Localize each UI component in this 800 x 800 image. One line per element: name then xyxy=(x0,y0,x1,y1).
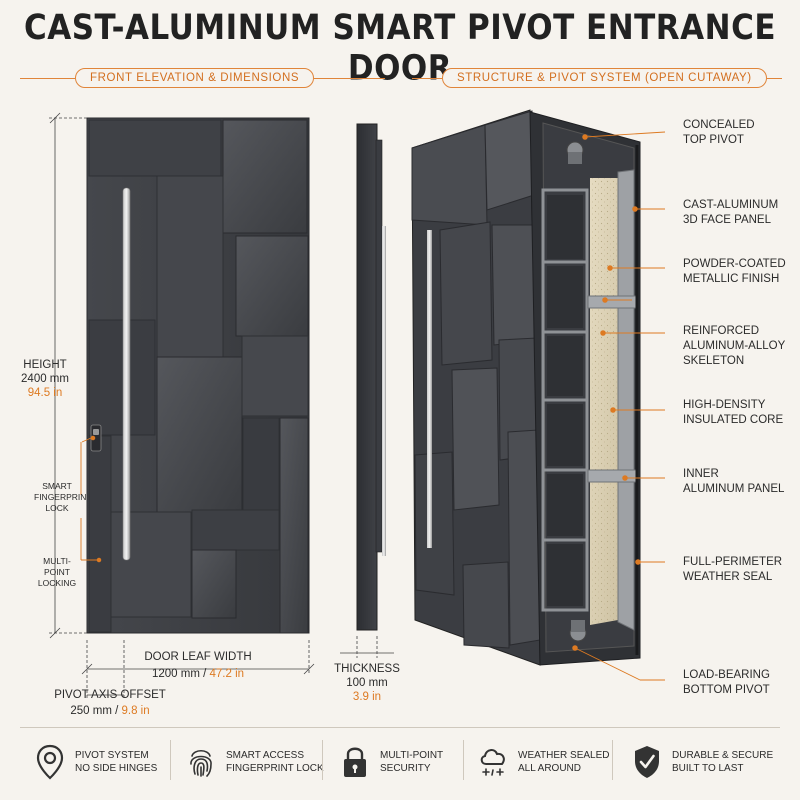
pull-handle xyxy=(122,187,131,561)
callout-face-panel: CAST-ALUMINUM 3D FACE PANEL xyxy=(683,198,778,228)
lock-label-line1: SMART xyxy=(42,481,72,491)
locking-label-line1: MULTI- xyxy=(43,556,71,566)
locking-label-line3: LOCKING xyxy=(37,578,77,588)
locking-label-line2: POINT xyxy=(44,567,70,577)
feature-multipoint-line1: MULTI-POINT xyxy=(380,750,444,761)
thickness-in: 3.9 in xyxy=(352,691,382,703)
callout-skeleton-line2: ALUMINUM-ALLOY xyxy=(683,340,786,352)
feature-separator xyxy=(612,740,613,780)
width-separator: / xyxy=(199,668,210,680)
pivot-separator: / xyxy=(111,705,122,717)
locking-label: MULTI- POINT LOCKING xyxy=(34,556,80,589)
callout-core-line1: HIGH-DENSITY xyxy=(683,399,766,411)
callout-bottom-pivot: LOAD-BEARING BOTTOM PIVOT xyxy=(683,668,770,698)
callout-core-line2: INSULATED CORE xyxy=(683,414,784,426)
section-label-front: FRONT ELEVATION & DIMENSIONS xyxy=(75,68,315,88)
pivot-offset-label: PIVOT AXIS OFFSET 250 mm / 9.8 in xyxy=(40,688,180,718)
front-leaders xyxy=(80,435,102,563)
thickness-label: THICKNESS 100 mm 3.9 in xyxy=(332,662,402,704)
lock-label-line3: LOCK xyxy=(45,503,69,513)
callout-inner-panel-line1: INNER xyxy=(683,468,719,480)
callout-leaders xyxy=(572,131,666,681)
callout-weather-seal-line2: WEATHER SEAL xyxy=(683,571,773,583)
feature-multipoint: MULTI-POINT SECURITY xyxy=(340,740,443,784)
feature-durable-line1: DURABLE & SECURE xyxy=(672,750,774,761)
width-in: 47.2 in xyxy=(209,668,245,680)
pivot-in: 9.8 in xyxy=(121,705,150,717)
feature-durable-line2: BUILT TO LAST xyxy=(672,763,744,774)
height-mm: 2400 mm xyxy=(21,373,69,385)
feature-weather-line1: WEATHER SEALED xyxy=(518,750,610,761)
callout-core: HIGH-DENSITY INSULATED CORE xyxy=(683,398,783,428)
shield-check-icon xyxy=(635,746,659,778)
width-dimension-line xyxy=(81,640,315,700)
feature-access-line1: SMART ACCESS xyxy=(226,750,304,761)
callout-bottom-pivot-line2: BOTTOM PIVOT xyxy=(683,684,770,696)
callout-inner-panel: INNER ALUMINUM PANEL xyxy=(683,467,784,497)
callout-skeleton-line1: REINFORCED xyxy=(683,325,760,337)
feature-multipoint-line2: SECURITY xyxy=(380,763,431,774)
footer-divider xyxy=(20,727,780,728)
callout-finish-line2: METALLIC FINISH xyxy=(683,273,780,285)
side-profile-door xyxy=(356,123,386,631)
callout-weather-seal-line1: FULL-PERIMETER xyxy=(683,556,783,568)
callout-finish-line1: POWDER-COATED xyxy=(683,258,786,270)
thickness-dimension-line xyxy=(340,636,394,658)
callout-skeleton-line3: SKELETON xyxy=(683,355,745,367)
feature-pivot-line2: NO SIDE HINGES xyxy=(75,763,158,774)
callout-face-panel-line2: 3D FACE PANEL xyxy=(683,214,771,226)
feature-weather: WEATHER SEALED ALL AROUND xyxy=(478,740,610,784)
callout-bottom-pivot-line1: LOAD-BEARING xyxy=(683,669,770,681)
fingerprint-icon xyxy=(190,749,212,777)
height-dimension-line xyxy=(49,112,87,639)
callout-finish: POWDER-COATED METALLIC FINISH xyxy=(683,257,786,287)
feature-access-line2: FINGERPRINT LOCK xyxy=(226,763,324,774)
weather-cloud-icon xyxy=(480,749,505,776)
height-label-text: HEIGHT xyxy=(23,359,67,371)
thickness-label-text: THICKNESS xyxy=(334,663,400,675)
cutaway-door xyxy=(411,109,641,666)
pivot-offset-text: PIVOT AXIS OFFSET xyxy=(54,689,166,701)
pivot-mm: 250 mm xyxy=(70,705,112,717)
feature-separator xyxy=(322,740,323,780)
callout-inner-panel-line2: ALUMINUM PANEL xyxy=(683,483,785,495)
callout-top-pivot: CONCEALED TOP PIVOT xyxy=(683,118,755,148)
feature-separator xyxy=(170,740,171,780)
width-mm: 1200 mm xyxy=(151,668,200,680)
feature-pivot-line1: PIVOT SYSTEM xyxy=(75,750,149,761)
width-label-text: DOOR LEAF WIDTH xyxy=(144,651,252,663)
lock-label-line2: FINGERPRIN xyxy=(34,492,87,502)
height-in: 94.5 in xyxy=(27,387,63,399)
width-label: DOOR LEAF WIDTH 1200 mm / 47.2 in xyxy=(128,650,268,681)
lock-label: SMART FINGERPRIN LOCK xyxy=(34,481,87,514)
callout-top-pivot-line2: TOP PIVOT xyxy=(683,134,744,146)
feature-weather-line2: ALL AROUND xyxy=(518,763,581,774)
callout-face-panel-line1: CAST-ALUMINUM xyxy=(683,199,779,211)
padlock-icon xyxy=(344,747,366,777)
callout-skeleton: REINFORCED ALUMINUM-ALLOY SKELETON xyxy=(683,324,785,369)
feature-durable: DURABLE & SECURE BUILT TO LAST xyxy=(632,740,773,784)
callout-weather-seal: FULL-PERIMETER WEATHER SEAL xyxy=(683,555,782,585)
front-elevation-door xyxy=(86,117,310,634)
height-label: HEIGHT 2400 mm 94.5 in xyxy=(14,358,76,400)
section-header-structure: STRUCTURE & PIVOT SYSTEM (OPEN CUTAWAY) xyxy=(412,66,782,90)
pivot-pin-icon xyxy=(36,744,64,780)
feature-smart-access: SMART ACCESS FINGERPRINT LOCK xyxy=(186,740,324,784)
page-title: CAST-ALUMINUM SMART PIVOT ENTRANCE DOOR xyxy=(23,7,777,89)
section-label-structure: STRUCTURE & PIVOT SYSTEM (OPEN CUTAWAY) xyxy=(442,68,767,88)
feature-separator xyxy=(463,740,464,780)
feature-pivot-system: PIVOT SYSTEM NO SIDE HINGES xyxy=(35,740,157,784)
thickness-mm: 100 mm xyxy=(346,677,388,689)
callout-top-pivot-line1: CONCEALED xyxy=(683,119,755,131)
section-header-front: FRONT ELEVATION & DIMENSIONS xyxy=(20,66,385,90)
